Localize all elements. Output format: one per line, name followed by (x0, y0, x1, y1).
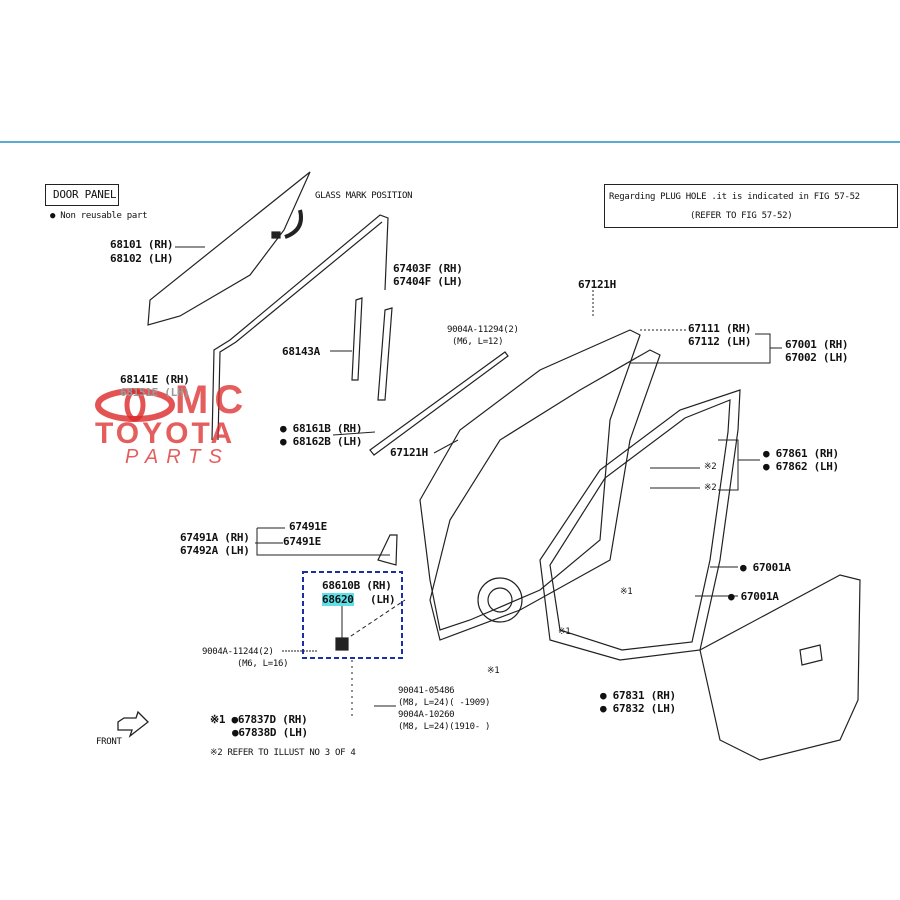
front-label: FRONT (96, 737, 122, 747)
part-67491A[interactable]: 67491A (RH) (180, 531, 250, 544)
watermark-parts: PARTS (125, 446, 230, 468)
ref-2-a: ※2 (704, 462, 717, 472)
check-bracket (377, 534, 398, 566)
part-67491E-b[interactable]: 67491E (283, 535, 321, 548)
ref-1-c: ※1 (487, 666, 500, 676)
door-frame-outer (419, 329, 641, 631)
part-67838D[interactable]: ●67838D (LH) (232, 726, 308, 739)
part-67492A[interactable]: 67492A (LH) (180, 544, 250, 557)
part-9004A-11294-spec: (M6, L=12) (452, 337, 504, 347)
glass-mark-label: GLASS MARK POSITION (315, 191, 413, 201)
part-67112[interactable]: 67112 (LH) (688, 335, 752, 348)
part-67001[interactable]: 67001 (RH) (785, 338, 849, 351)
door-weatherstrip (539, 389, 741, 661)
door-frame-inner (429, 349, 661, 641)
part-67861-label: 67861 (RH) (775, 447, 840, 460)
part-67403F[interactable]: 67403F (RH) (393, 262, 463, 275)
glass-mark-arrow-icon (284, 209, 303, 239)
part-67861[interactable]: ● 67861 (RH) (763, 447, 839, 460)
door-glass (147, 171, 311, 326)
part-68143A[interactable]: 68143A (282, 345, 320, 358)
part-67837D[interactable]: ※1 ●67837D (RH) (210, 713, 308, 726)
part-67404F[interactable]: 67404F (LH) (393, 275, 463, 288)
belt-moulding (369, 351, 509, 456)
front-arrow-icon (117, 710, 149, 738)
part-67111[interactable]: 67111 (RH) (688, 322, 752, 335)
door-panel-box (45, 184, 119, 206)
ref-1-a: ※1 (620, 587, 633, 597)
part-67862[interactable]: ● 67862 (LH) (763, 460, 839, 473)
door-trim-panel (699, 574, 861, 761)
part-67001A-a-label: 67001A (752, 561, 791, 574)
plug-hole-note-box (604, 184, 898, 228)
part-67121H-lower[interactable]: 67121H (390, 446, 428, 459)
part-67001A-b-label: 67001A (740, 590, 779, 603)
channel-67403F (377, 307, 393, 401)
part-68101[interactable]: 68101 (RH) (110, 238, 174, 251)
note-refer-illust: ※2 REFER TO ILLUST NO 3 OF 4 (210, 748, 356, 758)
part-67862-label: 67862 (LH) (775, 460, 840, 473)
part-68620-side: (LH) (370, 593, 396, 606)
top-divider (0, 141, 900, 143)
part-67832[interactable]: ● 67832 (LH) (600, 702, 676, 715)
highlight-region (302, 571, 403, 659)
plug-hole-ref: (REFER TO FIG 57-52) (690, 211, 793, 221)
part-9004A-11244[interactable]: 9004A-11244(2) (202, 647, 274, 657)
part-9004A-10260[interactable]: 9004A-10260 (398, 710, 455, 720)
part-67001A-a[interactable]: ● 67001A (740, 561, 791, 574)
part-67121H-upper[interactable]: 67121H (578, 278, 616, 291)
part-67831[interactable]: ● 67831 (RH) (600, 689, 676, 702)
plug-hole-note: Regarding PLUG HOLE .it is indicated in … (609, 192, 860, 202)
channel-68143A (351, 297, 363, 381)
part-68162B-label: 68162B (LH) (292, 435, 363, 448)
part-67001A-b[interactable]: ● 67001A (728, 590, 779, 603)
door-panel-title: DOOR PANEL (53, 188, 117, 201)
part-9004A-11244-spec: (M6, L=16) (237, 659, 289, 669)
part-68161B-label: 68161B (RH) (292, 422, 363, 435)
part-68141E[interactable]: 68141E (RH) (120, 373, 190, 386)
watermark-toyota: TOYOTA (95, 417, 236, 450)
part-67831-label: 67831 (RH) (612, 689, 677, 702)
part-67832-label: 67832 (LH) (612, 702, 677, 715)
part-9004A-10260-spec: (M8, L=24)(1910- ) (398, 722, 491, 732)
part-67002[interactable]: 67002 (LH) (785, 351, 849, 364)
part-68102[interactable]: 68102 (LH) (110, 252, 174, 265)
part-90041-05486[interactable]: 90041-05486 (398, 686, 455, 696)
part-68162B[interactable]: ● 68162B (LH) (280, 435, 363, 448)
part-90041-05486-spec: (M8, L=24)( -1909) (398, 698, 491, 708)
part-68161B[interactable]: ● 68161B (RH) (280, 422, 363, 435)
ref-2-b: ※2 (704, 483, 717, 493)
part-9004A-11294[interactable]: 9004A-11294(2) (447, 325, 519, 335)
part-67491E-a[interactable]: 67491E (289, 520, 327, 533)
run-channel (211, 214, 389, 441)
part-68151E[interactable]: 68151E (LH) (120, 386, 190, 399)
ref-1-b: ※1 (558, 627, 571, 637)
legend-non-reusable: ● Non reusable part (50, 211, 148, 221)
legend-non-reusable-label: Non reusable part (60, 211, 148, 221)
door-weatherstrip-inner (549, 399, 731, 651)
part-68610B[interactable]: 68610B (RH) (322, 579, 392, 592)
part-68620-highlighted[interactable]: 68620 (322, 593, 354, 606)
toyota-emblem-icon (95, 388, 175, 422)
watermark-logo: MC (175, 378, 250, 422)
